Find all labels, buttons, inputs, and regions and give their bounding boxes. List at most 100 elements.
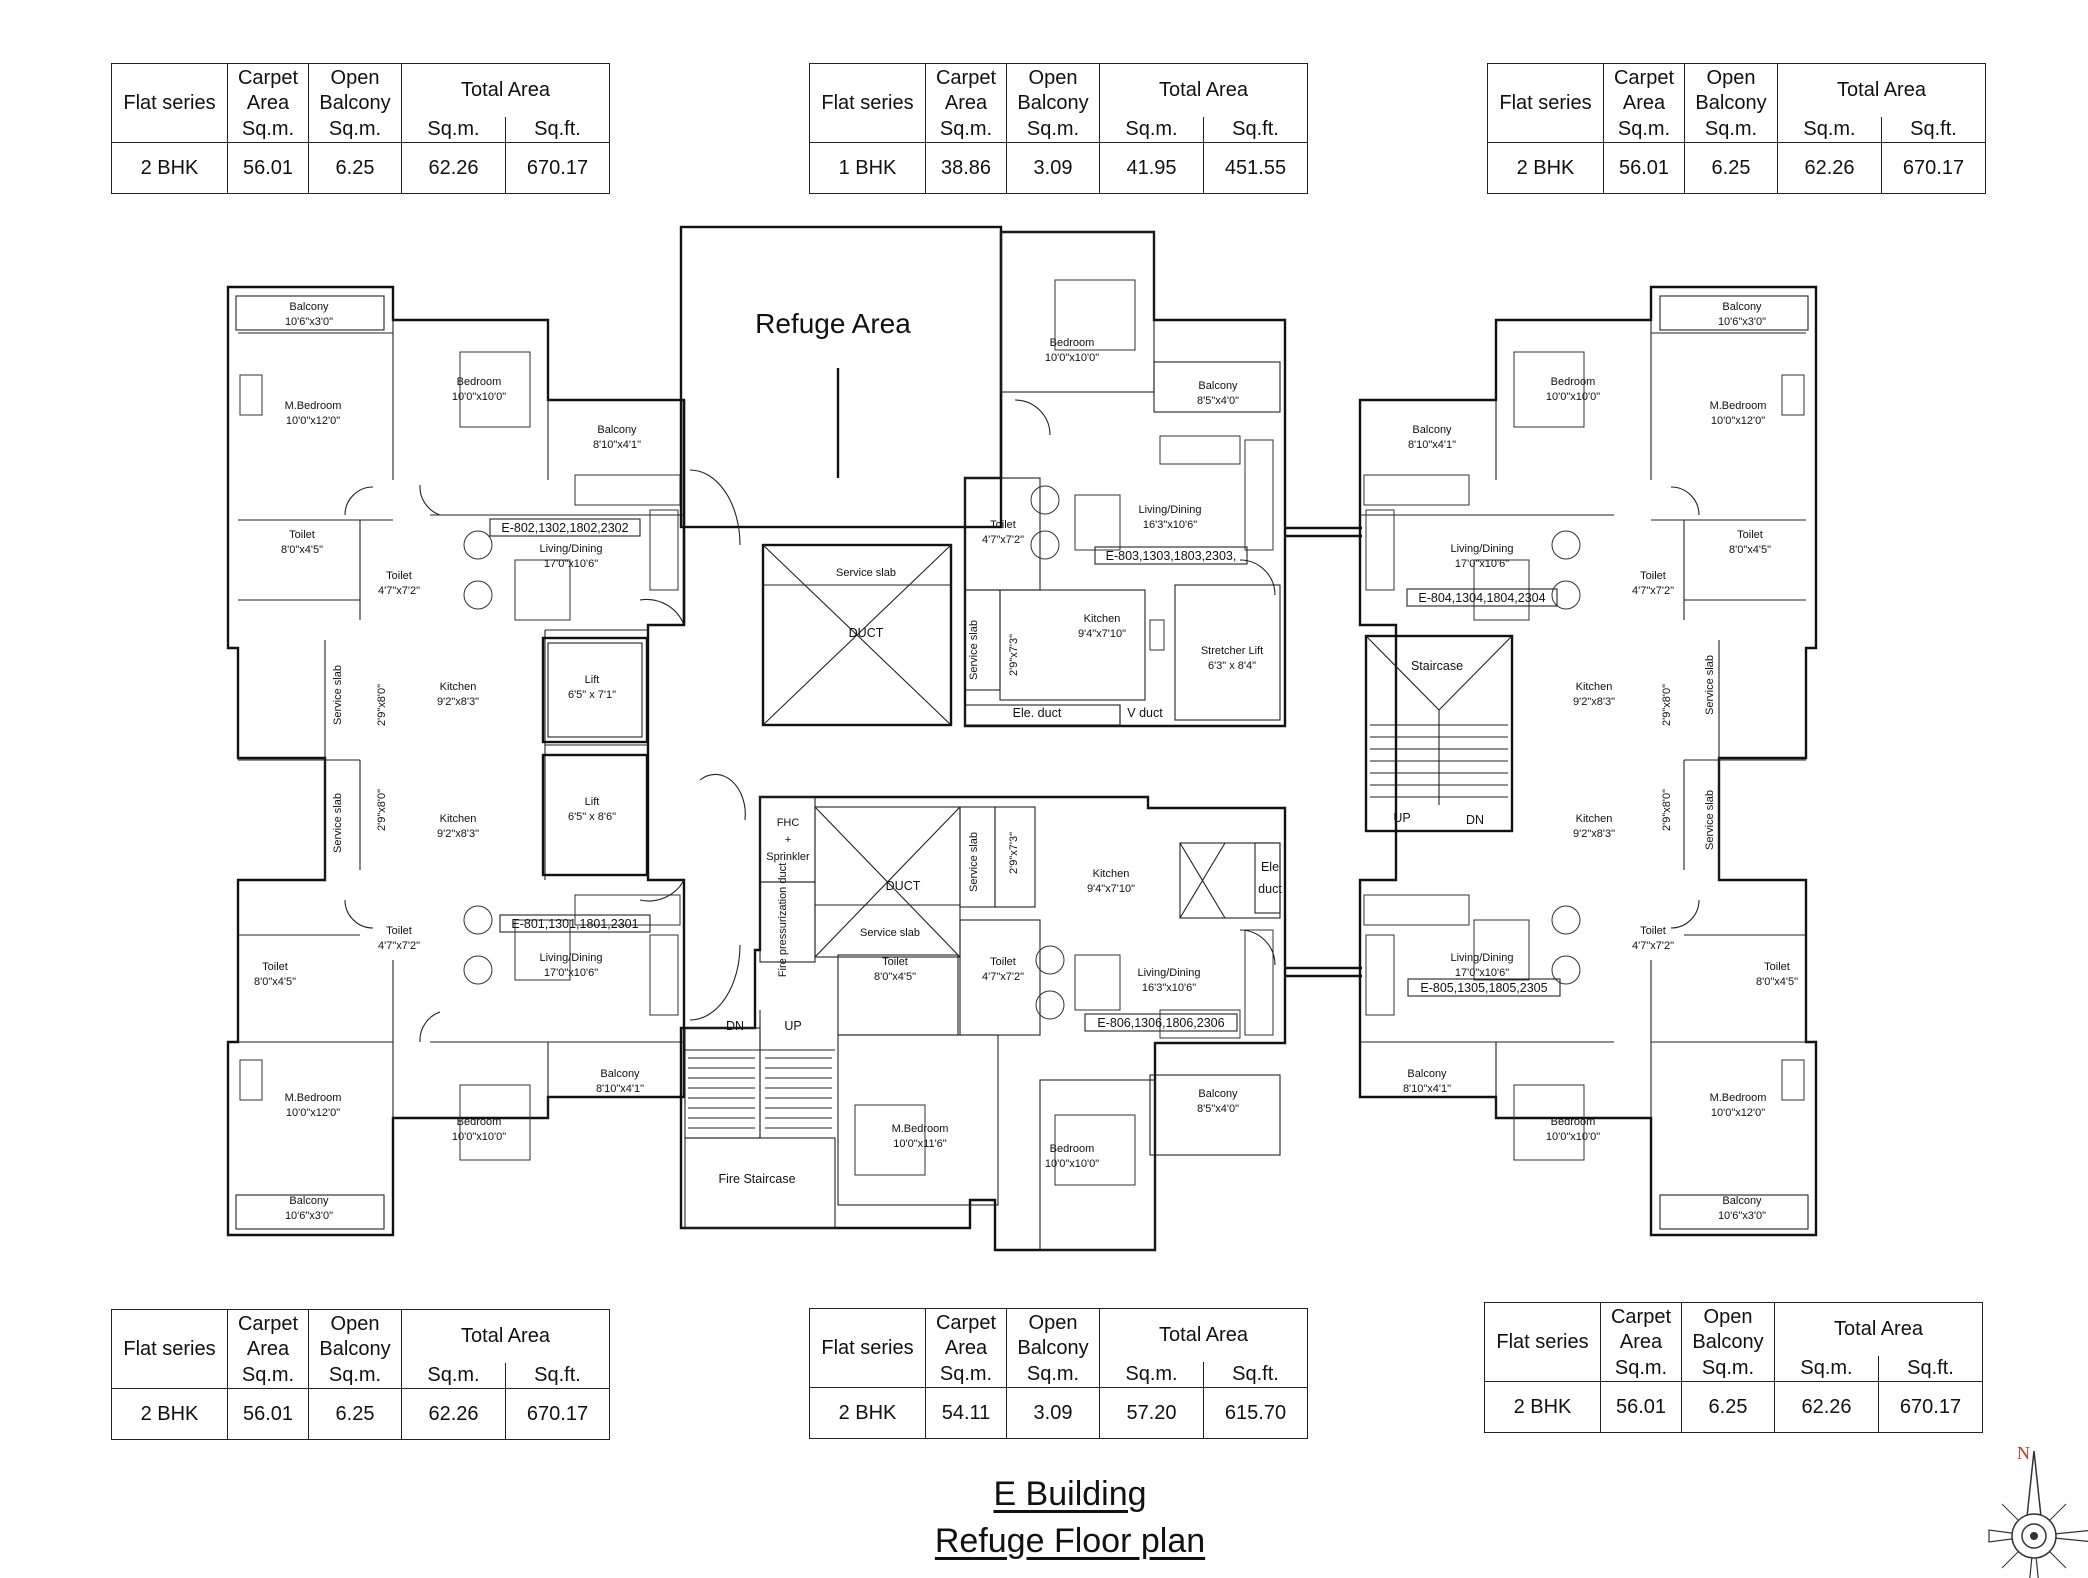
flat-series-value: 2 BHK (111, 142, 228, 194)
bedroom-label: Bedroom (1551, 1116, 1596, 1128)
unit-label: Sq.m. (925, 117, 1007, 143)
flat-number-label: E-804,1304,1804,2304 (1418, 591, 1545, 605)
kitchen-dim: 9'4"x7'10" (1078, 628, 1126, 640)
balcony-value: 6.25 (308, 142, 402, 194)
flat-series-value: 1 BHK (809, 142, 926, 194)
carpet-value: 56.01 (227, 1388, 309, 1440)
kitchen-label: Kitchen (1576, 813, 1613, 825)
unit-label: Sq.ft. (505, 117, 610, 143)
unit-label: Sq.ft. (1203, 117, 1308, 143)
kitchen-label: Kitchen (440, 813, 477, 825)
service-slab-label-2: Service slab (860, 927, 920, 939)
flat-series-value: 2 BHK (1487, 142, 1604, 194)
unit-label: Sq.m. (1681, 1356, 1775, 1382)
left-lift-core (541, 636, 649, 877)
balcony-label: Balcony (1722, 301, 1762, 313)
total-sqft-value: 451.55 (1203, 142, 1308, 194)
total-area-header: Total Area (401, 63, 610, 117)
balcony-label: Balcony (1198, 1088, 1238, 1100)
v-duct-label: V duct (1127, 706, 1163, 720)
mbedroom-label: M.Bedroom (892, 1123, 949, 1135)
living-dim: 17'0"x10'6" (544, 967, 598, 979)
unit-label: Sq.m. (1006, 1362, 1100, 1388)
toilet-label: Toilet (1764, 961, 1790, 973)
dn-label-2: DN (726, 1019, 744, 1033)
kitchen-label: Kitchen (1093, 868, 1130, 880)
mbedroom-dim: 10'0"x12'0" (1711, 415, 1765, 427)
balcony-label: Balcony (289, 301, 329, 313)
lift-label-2: Lift (585, 796, 600, 808)
balcony-dim: 8'10"x4'1" (593, 439, 641, 451)
kitchen-label: Kitchen (1084, 613, 1121, 625)
center-bottom-walls (679, 773, 1287, 1252)
bedroom-dim: 10'0"x10'0" (452, 1131, 506, 1143)
plan-title: Refuge Floor plan (934, 1522, 1206, 1560)
up-label-2: UP (784, 1019, 801, 1033)
total-sqm-value: 62.26 (401, 142, 506, 194)
living-dim: 16'3"x10'6" (1143, 519, 1197, 531)
balcony-value: 3.09 (1006, 142, 1100, 194)
kitchen-dim: 9'2"x8'3" (1573, 828, 1615, 840)
unit-label: Sq.ft. (1881, 117, 1986, 143)
refuge-area-label: Refuge Area (755, 308, 911, 339)
building-title: E Building (993, 1475, 1147, 1513)
balcony-dim: 10'6"x3'0" (285, 316, 333, 328)
fire-pressurization-label: Fire pressurization duct (777, 863, 789, 977)
toilet-dim: 4'7"x7'2" (982, 534, 1024, 546)
living-label: Living/Dining (1451, 952, 1514, 964)
bedroom-label: Bedroom (1050, 1143, 1095, 1155)
toilet-dim: 8'0"x4'5" (281, 544, 323, 556)
balcony-dim: 8'10"x4'1" (1403, 1083, 1451, 1095)
mbedroom-label: M.Bedroom (285, 1092, 342, 1104)
flat-number-label: E-805,1305,1805,2305 (1420, 981, 1547, 995)
toilet-dim: 4'7"x7'2" (1632, 585, 1674, 597)
service-slab-vertical: Service slab (968, 832, 980, 892)
bedroom-dim: 10'0"x10'0" (1045, 1158, 1099, 1170)
stretcher-lift-label: Stretcher Lift (1201, 645, 1263, 657)
fhc-label: FHC (777, 817, 800, 829)
balcony-value: 6.25 (1681, 1381, 1775, 1433)
flat-series-header: Flat series (809, 1308, 926, 1388)
total-sqft-value: 670.17 (1881, 142, 1986, 194)
lift-dim-2: 6'5" x 8'6" (568, 811, 616, 823)
balcony-label: Balcony (600, 1068, 640, 1080)
flat-series-header: Flat series (1487, 63, 1604, 143)
mbedroom-dim: 10'0"x12'0" (286, 415, 340, 427)
duct-small-label: duct (1258, 882, 1282, 896)
unit-label: Sq.ft. (1203, 1362, 1308, 1388)
service-slab-vertical: Service slab (332, 665, 344, 725)
service-slab-vertical: Service slab (332, 793, 344, 853)
mbedroom-dim: 10'0"x11'6" (893, 1138, 946, 1150)
kitchen-dim: 9'2"x8'3" (437, 696, 479, 708)
balcony-label: Balcony (1198, 380, 1238, 392)
balcony-dim: 10'6"x3'0" (285, 1210, 333, 1222)
toilet-label: Toilet (262, 961, 288, 973)
unit-label: Sq.m. (401, 1363, 506, 1389)
bedroom-dim: 10'0"x10'0" (1546, 1131, 1600, 1143)
balcony-value: 6.25 (1684, 142, 1778, 194)
right-wing-walls (1358, 285, 1818, 1237)
mbedroom-dim: 10'0"x12'0" (1711, 1107, 1765, 1119)
balcony-dim: 8'10"x4'1" (1408, 439, 1456, 451)
duct-label-2: DUCT (886, 879, 921, 893)
living-dim: 17'0"x10'6" (1455, 558, 1509, 570)
total-sqft-value: 670.17 (505, 142, 610, 194)
kitchen-dim: 9'4"x7'10" (1087, 883, 1135, 895)
toilet-label: Toilet (386, 925, 412, 937)
shaft-dim: 2'9"x8'0" (376, 789, 388, 831)
bedroom-label: Bedroom (1050, 337, 1095, 349)
toilet-dim: 8'0"x4'5" (874, 971, 916, 983)
toilet-dim: 4'7"x7'2" (378, 585, 420, 597)
unit-label: Sq.m. (227, 1363, 309, 1389)
total-sqm-value: 41.95 (1099, 142, 1204, 194)
bedroom-dim: 10'0"x10'0" (1546, 391, 1600, 403)
up-label: UP (1393, 811, 1410, 825)
